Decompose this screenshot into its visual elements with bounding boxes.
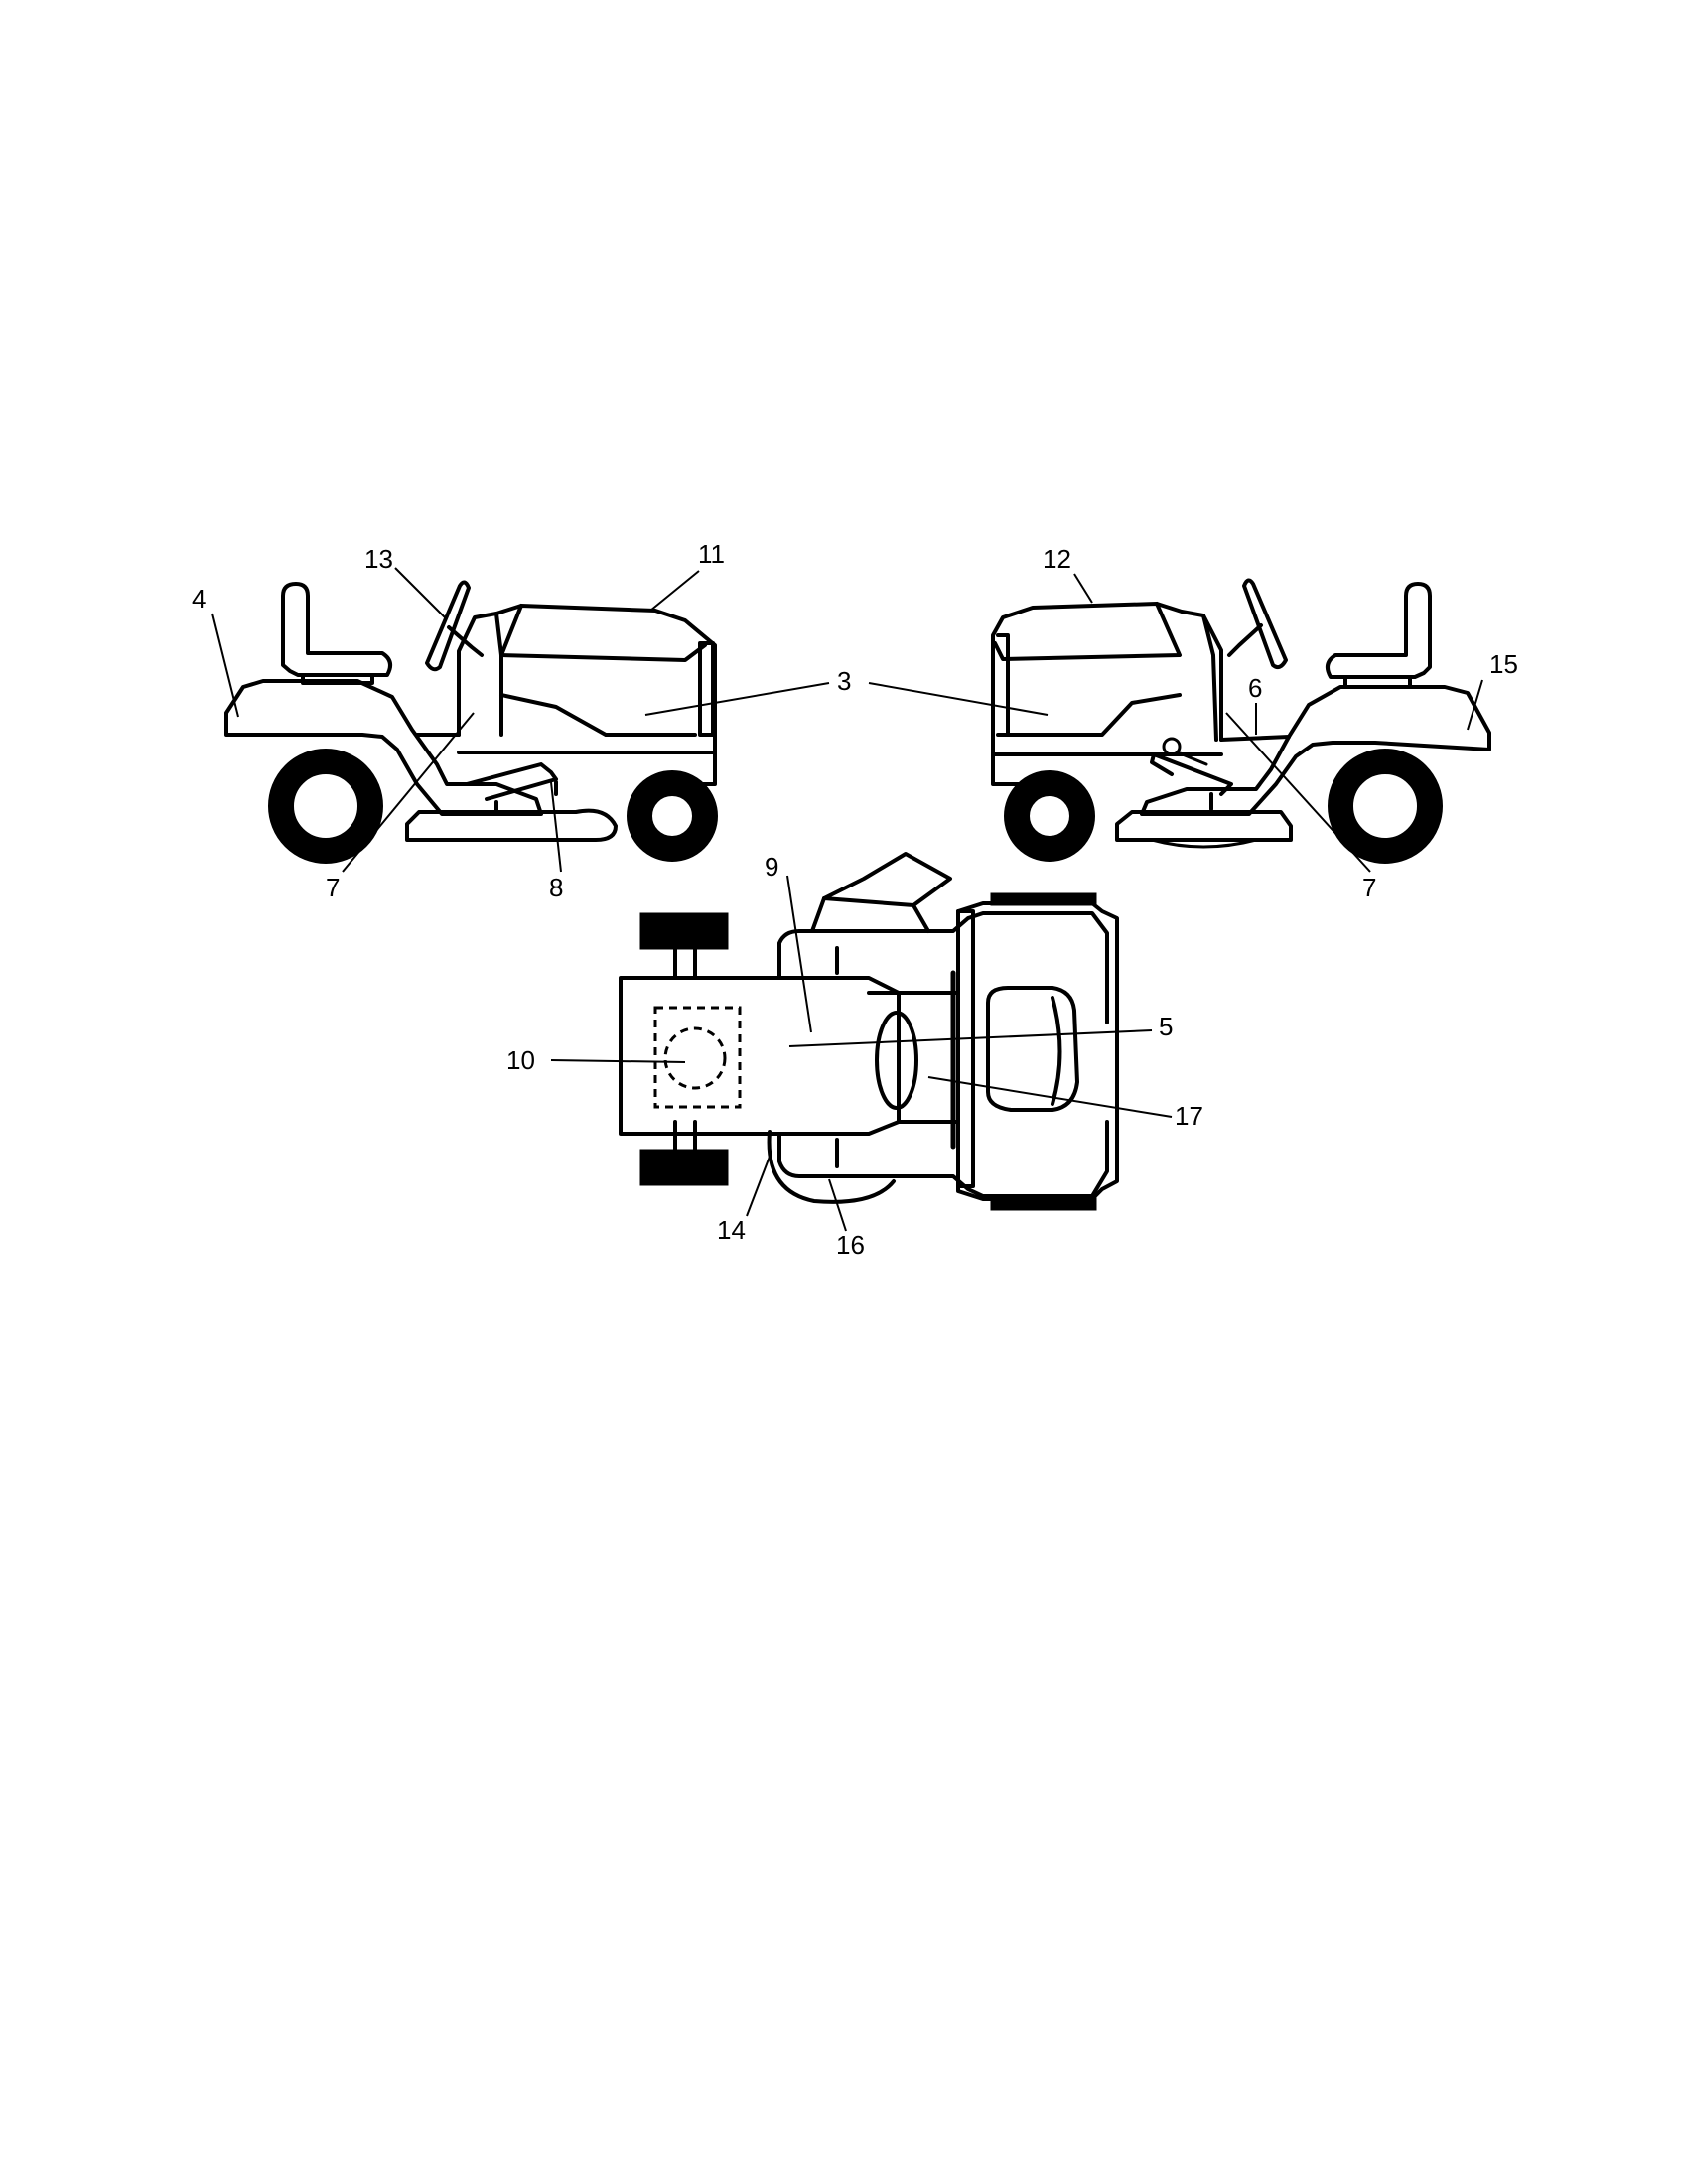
- steering-wheel: [425, 580, 471, 672]
- callout-7-left: 7: [326, 873, 340, 902]
- rear-tire: [1328, 749, 1443, 864]
- hood-top: [619, 976, 901, 1136]
- callout-5: 5: [1159, 1012, 1173, 1041]
- seat-top: [986, 986, 1079, 1112]
- callout-labels: 13 11 4 3 7 8 12 15 6 7 9 5 10 17 14 16: [192, 539, 1518, 1260]
- callout-14: 14: [717, 1215, 746, 1245]
- seat: [1325, 582, 1432, 679]
- callout-8: 8: [549, 873, 563, 902]
- callout-6: 6: [1248, 673, 1262, 703]
- callout-17: 17: [1175, 1101, 1203, 1131]
- top-view-tractor: [619, 852, 1119, 1211]
- rear-body-top: [956, 901, 1119, 1201]
- front-tire: [627, 770, 718, 862]
- rear-tire-top: [990, 1197, 1097, 1211]
- right-side-view-tractor: [991, 578, 1491, 864]
- callout-3: 3: [837, 666, 851, 696]
- seat: [281, 582, 393, 677]
- callout-10: 10: [506, 1045, 535, 1075]
- callout-12: 12: [1043, 544, 1071, 574]
- callout-16: 16: [836, 1230, 865, 1260]
- steering-wheel-top: [875, 1011, 918, 1110]
- rear-fender: [224, 679, 543, 816]
- callout-15: 15: [1489, 649, 1518, 679]
- front-tire: [1004, 770, 1095, 862]
- callout-11: 11: [698, 539, 725, 569]
- front-tire-top: [639, 1149, 729, 1186]
- rear-tire-top: [990, 892, 1097, 906]
- hood: [991, 602, 1223, 756]
- callout-4: 4: [192, 584, 206, 614]
- mower-deck: [405, 808, 618, 842]
- leader-lines: [211, 567, 1483, 1232]
- callout-7-right: 7: [1362, 873, 1376, 902]
- mower-deck: [1115, 810, 1293, 842]
- left-side-view-tractor: [224, 580, 718, 864]
- engine-outline: [653, 1006, 742, 1109]
- callout-13: 13: [364, 544, 393, 574]
- steering-wheel: [1242, 578, 1288, 670]
- rear-tire: [268, 749, 383, 864]
- discharge-chute: [810, 852, 952, 933]
- rear-fender: [1140, 685, 1491, 816]
- callout-9: 9: [765, 852, 778, 882]
- front-tire-top: [639, 912, 729, 950]
